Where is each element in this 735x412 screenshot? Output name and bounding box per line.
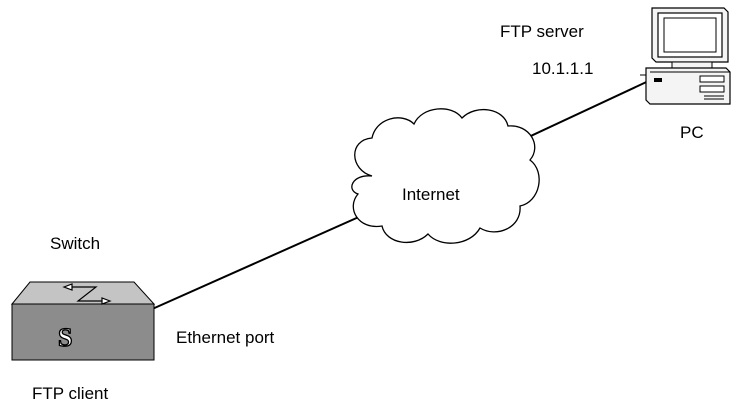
desktop-computer-icon <box>640 7 731 105</box>
ftp-client-label: FTP client <box>32 384 109 403</box>
switch-icon: S <box>10 281 156 361</box>
cloud-icon <box>351 108 540 244</box>
internet-label: Internet <box>402 185 460 204</box>
pc-label: PC <box>680 123 704 142</box>
ethernet-port-label: Ethernet port <box>176 328 275 347</box>
ftp-server-ip-label: 10.1.1.1 <box>532 59 594 78</box>
link-switch-internet <box>149 211 371 311</box>
switch-logo: S <box>58 323 72 352</box>
ftp-server-label: FTP server <box>500 22 584 41</box>
switch-label: Switch <box>50 234 101 253</box>
